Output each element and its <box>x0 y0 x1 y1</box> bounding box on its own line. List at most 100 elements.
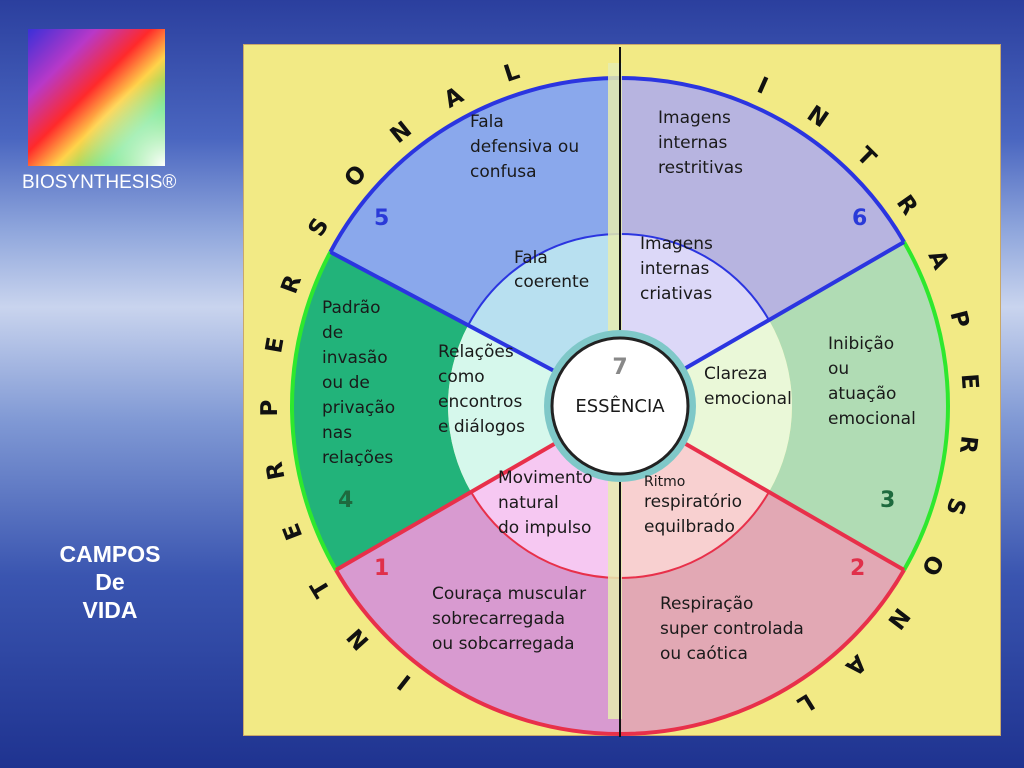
s4-outer-line: privação <box>322 398 395 418</box>
s3-inner-line: Clareza <box>704 364 767 384</box>
ring-left-letter: R <box>277 271 308 297</box>
ring-right-letter: A <box>923 246 954 273</box>
s2-outer-line: super controlada <box>660 619 804 639</box>
ring-right-letter: I <box>753 73 771 100</box>
ring-left-letter: N <box>386 117 417 149</box>
sector-s1-outer <box>335 492 620 734</box>
sector-s4-inner <box>448 325 556 492</box>
sector-s2-outer <box>620 492 905 734</box>
s6-outer-line: restritivas <box>658 158 743 178</box>
sector-s3-outer <box>768 242 948 570</box>
s1-inner-line: Movimento <box>498 468 593 488</box>
sector-s4-outer <box>292 252 472 571</box>
ring-right-letter: N <box>802 101 833 133</box>
divider-upper-right <box>683 240 906 371</box>
ring-left-letter: L <box>501 58 523 87</box>
s2-inner-small: Ritmo <box>644 474 685 490</box>
center-number: 7 <box>612 355 627 380</box>
s3-outer-line: emocional <box>828 409 916 429</box>
ring-left-letter: E <box>278 519 308 543</box>
ring-right-letter: E <box>956 373 983 390</box>
s4-inner-line: Relações <box>438 342 514 362</box>
s4-outer-line: ou de <box>322 373 370 393</box>
ring-right-letter: R <box>954 434 982 455</box>
s5-inner-line: Fala <box>514 248 548 268</box>
s5-outer-line: confusa <box>470 162 537 182</box>
s1-inner-line: natural <box>498 493 559 513</box>
s6-inner-line: criativas <box>640 284 712 304</box>
s1-outer-line: sobrecarregada <box>432 609 565 629</box>
s4-outer-line: invasão <box>322 348 388 368</box>
sector-s5-inner <box>468 234 620 372</box>
s4-inner-line: encontros <box>438 392 522 412</box>
center-disc <box>550 336 690 476</box>
ring-right-letter: T <box>851 142 881 172</box>
ring-left-letter: O <box>340 160 372 192</box>
s6-outer-line: internas <box>658 133 728 153</box>
s2-outer-line: ou caótica <box>660 644 748 664</box>
ring-right-letter: P <box>944 308 973 331</box>
ring-right-letter: L <box>792 688 818 718</box>
ring-left-letter: E <box>261 335 289 355</box>
s5-outer-line: defensiva ou <box>470 137 579 157</box>
s1-outer-line: Couraça muscular <box>432 584 586 604</box>
sectors-layer <box>290 76 950 736</box>
sector-s6-outer <box>620 78 905 320</box>
sector-s5-outer <box>330 78 620 326</box>
s5-outer-line: Fala <box>470 112 504 132</box>
ring-left-letter: A <box>440 82 468 113</box>
ring-right-letter: R <box>891 191 923 221</box>
s4-outer-line: de <box>322 323 343 343</box>
s4-inner-line: como <box>438 367 485 387</box>
sector-number-2: 2 <box>850 556 865 581</box>
s2-outer-line: Respiração <box>660 594 753 614</box>
center-circle: 7 ESSÊNCIA <box>544 330 696 482</box>
s2-inner-line: respiratório <box>644 492 742 512</box>
caption-line-3: VIDA <box>82 597 138 623</box>
s3-outer-line: atuação <box>828 384 896 404</box>
ring-left-letter: I <box>393 669 416 695</box>
s1-inner-line: do impulso <box>498 518 591 538</box>
s6-outer-line: Imagens <box>658 108 731 128</box>
sector-number-4: 4 <box>338 488 353 513</box>
caption-line-2: De <box>95 569 125 595</box>
s4-outer-line: Padrão <box>322 298 381 318</box>
center-label: ESSÊNCIA <box>575 395 665 417</box>
sector-s1-inner <box>471 443 620 578</box>
sector-number-6: 6 <box>852 206 867 231</box>
s6-inner-line: internas <box>640 259 710 279</box>
s3-inner-line: emocional <box>704 389 792 409</box>
biosynthesis-logo <box>28 29 165 166</box>
s4-inner-line: e diálogos <box>438 417 525 437</box>
brand-name: BIOSYNTHESIS® <box>22 172 177 193</box>
sector-number-1: 1 <box>374 556 389 581</box>
ring-left-letter: P <box>257 400 283 417</box>
caption: CAMPOS De VIDA <box>30 540 190 624</box>
ring-right-letter: N <box>882 603 914 634</box>
ring-right-letter: O <box>916 550 948 579</box>
sector-s2-inner <box>620 443 769 578</box>
divider-upper-left <box>329 250 556 374</box>
ring-left-letter: S <box>304 214 335 242</box>
sector-number-3: 3 <box>880 488 895 513</box>
s1-outer-line: ou sobcarregada <box>432 634 575 654</box>
s6-inner-line: Imagens <box>640 234 713 254</box>
s3-outer-line: ou <box>828 359 849 379</box>
ring-right-letter: S <box>940 495 970 518</box>
ring-right-letter: A <box>840 649 871 680</box>
s4-outer-line: relações <box>322 448 393 468</box>
s3-outer-line: Inibição <box>828 334 894 354</box>
ring-left-letter: T <box>306 574 337 601</box>
ring-left-letter: N <box>342 623 374 655</box>
divider-lower-right <box>683 441 906 572</box>
outer-arc-left <box>290 251 338 571</box>
s5-inner-line: coerente <box>514 272 589 292</box>
sector-s3-inner <box>684 320 792 492</box>
ring-left-letter: R <box>262 459 291 482</box>
divider-lower-left <box>334 441 557 572</box>
sector-number-5: 5 <box>374 206 389 231</box>
sector-s6-inner <box>620 234 769 369</box>
outer-arc-right <box>902 241 950 571</box>
